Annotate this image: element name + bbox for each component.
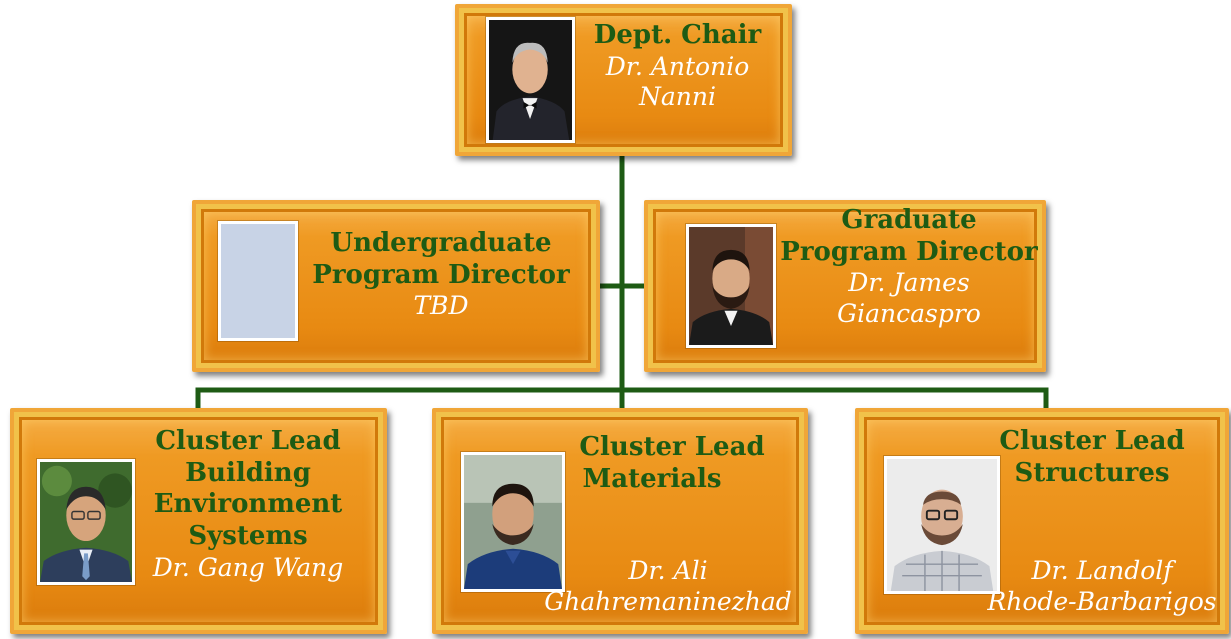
graduate-director-text: Graduate Program Director Dr. James Gian…: [776, 205, 1042, 329]
cluster-building-box: Cluster Lead Building Environment System…: [10, 408, 387, 634]
dept-chair-title: Dept. Chair: [593, 20, 762, 50]
cluster-structures-name-block: Dr. Landolf Rhode-Barbarigos: [977, 556, 1227, 617]
dept-chair-text: Dept. Chair Dr. Antonio Nanni: [575, 20, 780, 113]
dept-chair-name-first: Dr. Antonio: [605, 51, 750, 81]
cluster-building-title-line3: Environment: [153, 489, 343, 520]
cluster-materials-text: Cluster Lead Materials: [566, 432, 778, 495]
cluster-structures-name-first: Dr. Landolf: [1031, 556, 1173, 585]
cluster-structures-title-line2: Structures: [1014, 457, 1170, 488]
cluster-materials-photo: [461, 452, 565, 592]
undergrad-director-title-line1: Undergraduate: [330, 228, 552, 258]
cluster-structures-title-line1: Cluster Lead: [999, 426, 1185, 456]
dept-chair-name-last: Nanni: [639, 82, 716, 112]
cluster-structures-name-last: Rhode-Barbarigos: [987, 586, 1217, 616]
cluster-structures-text: Cluster Lead Structures: [983, 426, 1201, 489]
cluster-building-title-line1: Cluster Lead: [155, 426, 341, 456]
graduate-director-name-first: Dr. James: [848, 268, 970, 298]
cluster-building-photo: [37, 459, 135, 585]
dept-chair-box: Dept. Chair Dr. Antonio Nanni: [455, 4, 792, 156]
undergrad-director-title-line2: Program Director: [312, 259, 570, 290]
cluster-materials-title-line1: Cluster Lead: [579, 432, 765, 462]
cluster-materials-name-last: Ghahremaninezhad: [544, 586, 792, 616]
graduate-director-photo: [686, 224, 776, 348]
graduate-director-box: Graduate Program Director Dr. James Gian…: [644, 200, 1046, 372]
graduate-director-name-last: Giancaspro: [837, 298, 981, 328]
cluster-building-title-line4: Systems: [188, 521, 308, 552]
undergrad-director-box: Undergraduate Program Director TBD: [192, 200, 600, 372]
cluster-building-text: Cluster Lead Building Environment System…: [133, 426, 363, 583]
cluster-materials-name-block: Dr. Ali Ghahremaninezhad: [532, 556, 804, 617]
cluster-structures-box: Cluster Lead Structures Dr. Landolf Rhod…: [855, 408, 1229, 634]
cluster-materials-title-line2: Materials: [582, 463, 722, 494]
undergrad-director-photo-placeholder: [218, 221, 298, 341]
cluster-materials-box: Cluster Lead Materials Dr. Ali Ghahreman…: [432, 408, 808, 634]
cluster-structures-photo: [884, 456, 1000, 594]
graduate-director-title-line1: Graduate: [841, 205, 977, 235]
cluster-building-name: Dr. Gang Wang: [152, 552, 344, 582]
dept-chair-photo: [486, 17, 575, 143]
undergrad-director-text: Undergraduate Program Director TBD: [296, 228, 586, 322]
cluster-building-title-line2: Building: [185, 457, 311, 488]
graduate-director-title-line2: Program Director: [780, 236, 1038, 267]
cluster-materials-name-first: Dr. Ali: [628, 556, 708, 585]
undergrad-director-name: TBD: [413, 291, 469, 321]
